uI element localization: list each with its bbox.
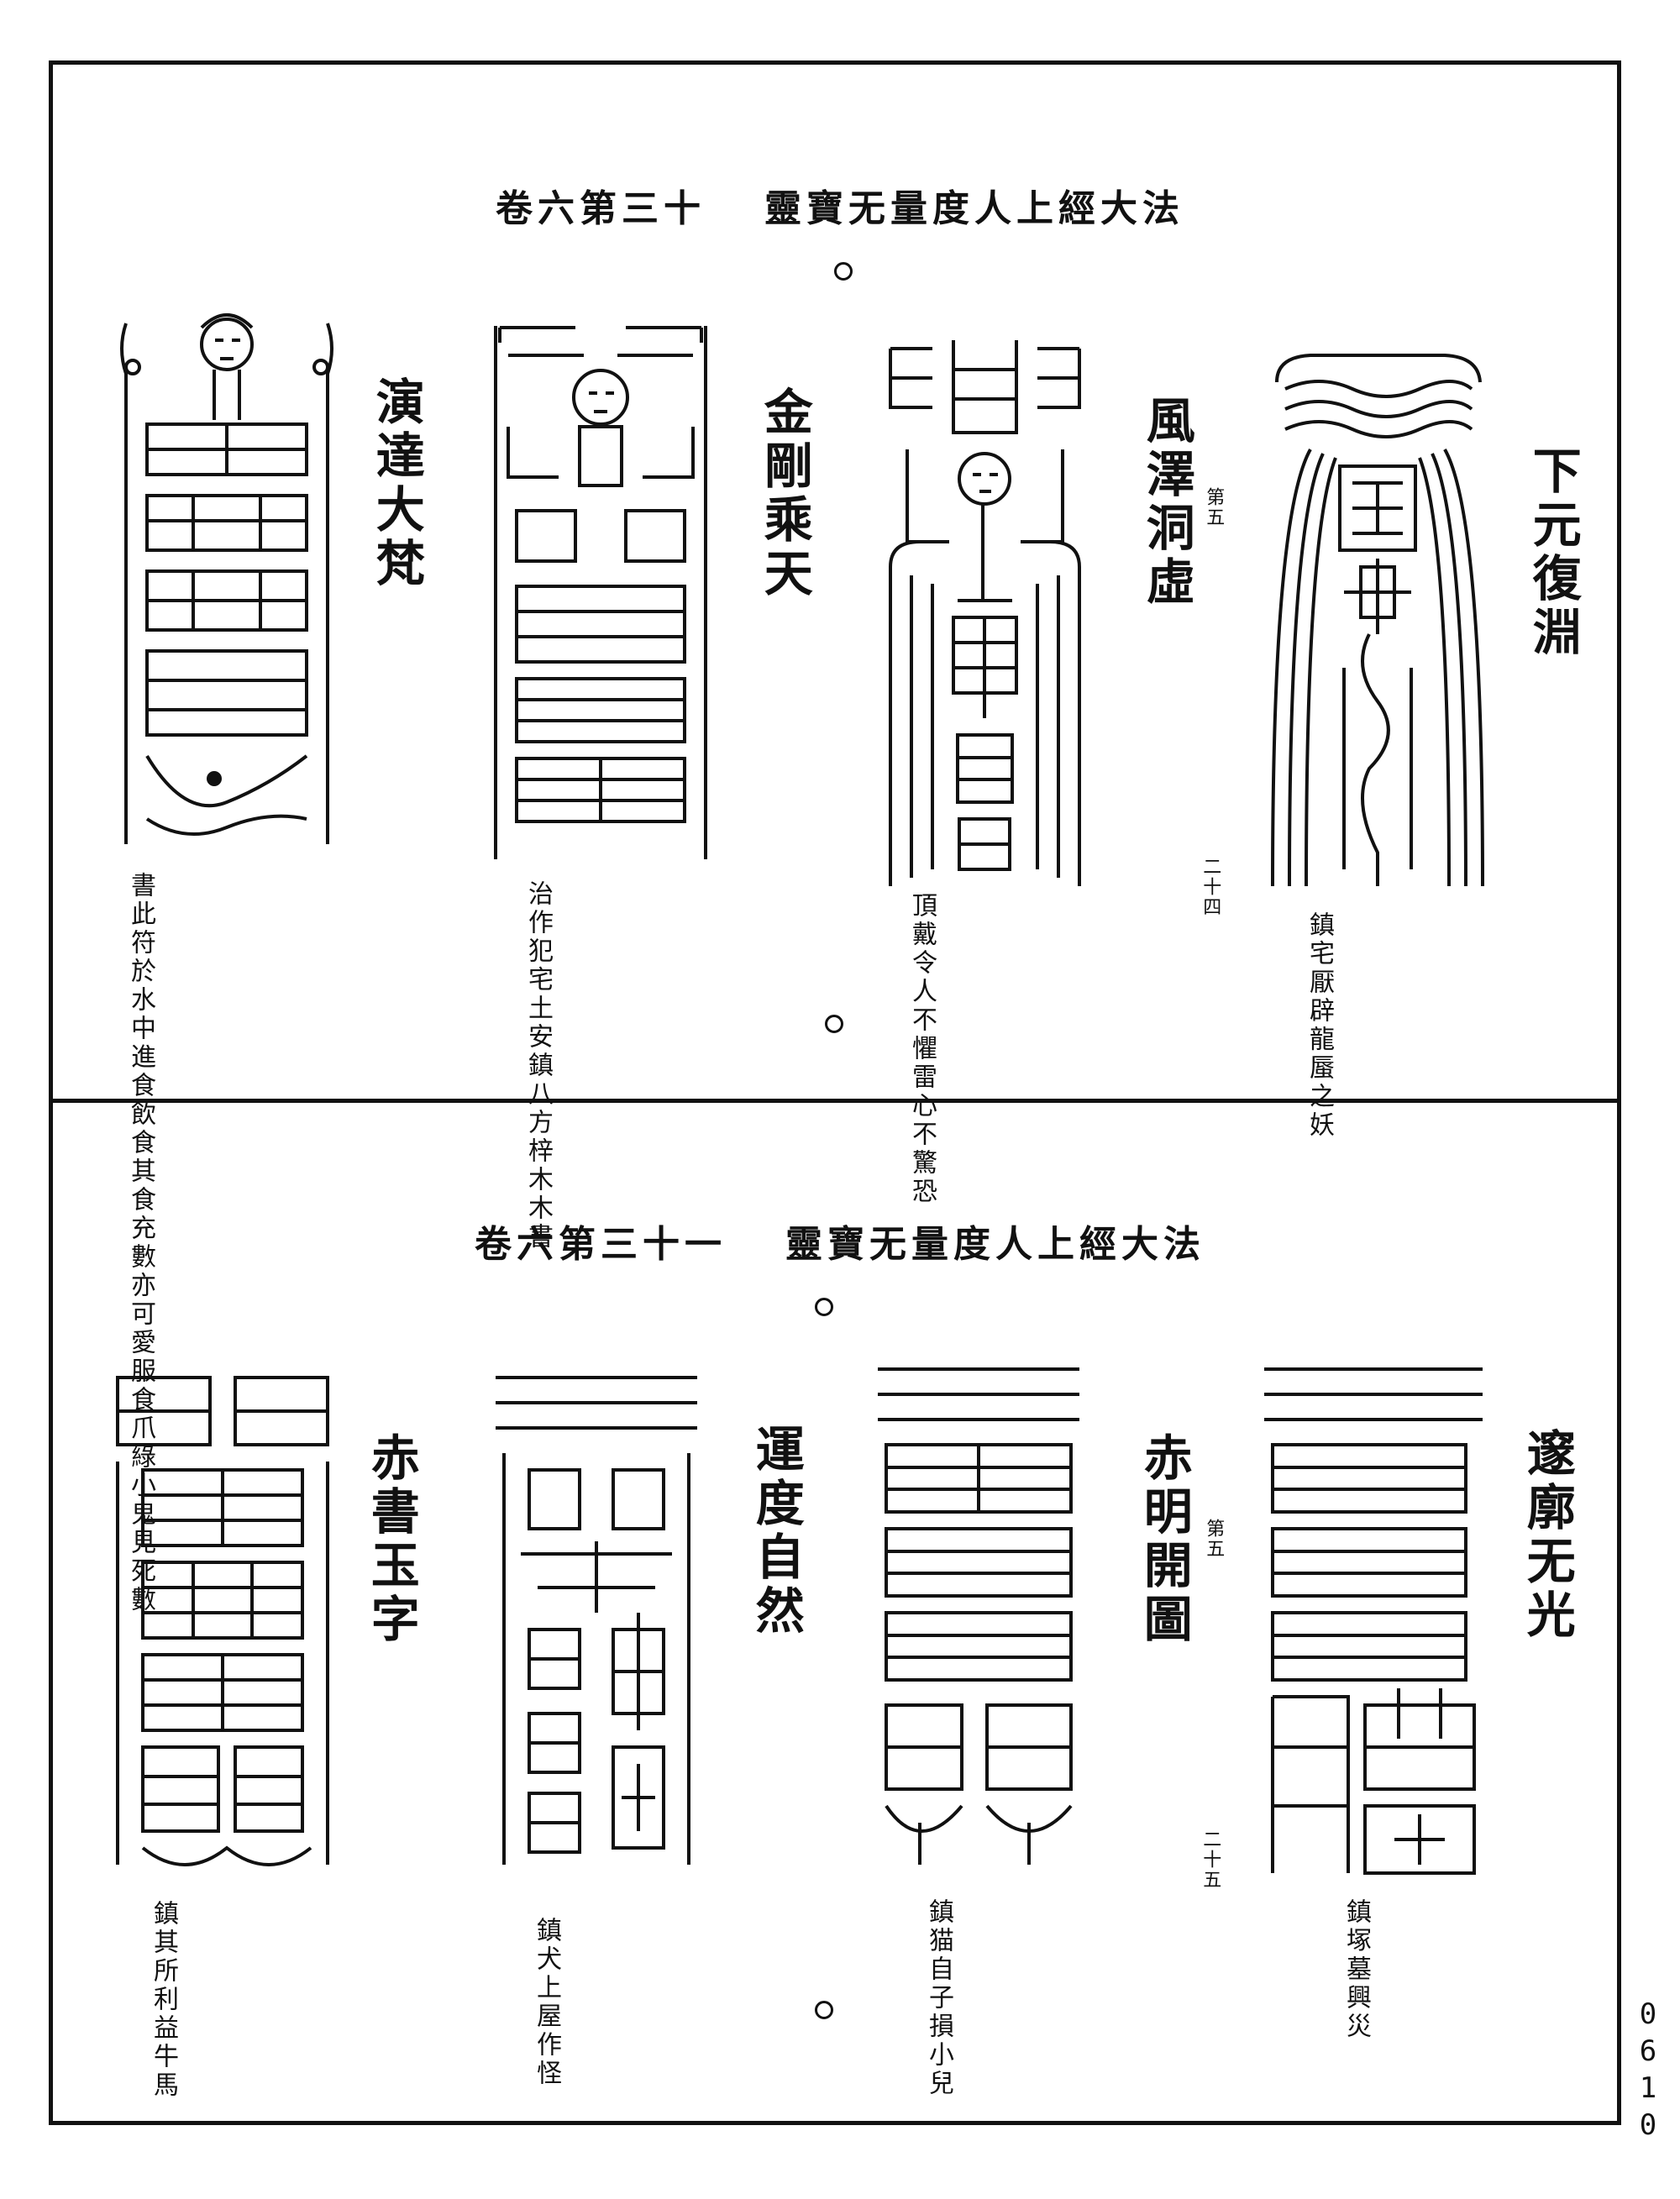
talisman-note: 鎮犬上屋作怪 xyxy=(532,1917,561,2088)
talisman-drawing xyxy=(889,340,1081,886)
talisman-drawing xyxy=(1271,354,1484,887)
talisman-drawing xyxy=(494,326,707,859)
page-marker: 第五 xyxy=(1203,487,1225,527)
binding-hole-icon xyxy=(815,1298,833,1316)
talisman-note: 鎮其所利益牛馬 xyxy=(149,1900,178,2100)
talisman-drawing xyxy=(120,313,333,844)
lower-page-header: 卷六第三十一 靈寶无量度人上經大法 xyxy=(0,1214,1680,1267)
talisman-title: 運度自然 xyxy=(747,1424,805,1639)
talisman-drawing xyxy=(116,1376,329,1866)
page-frame xyxy=(49,60,1621,2125)
talisman-title: 風澤洞虛 xyxy=(1137,395,1195,610)
talisman-title: 赤明開圖 xyxy=(1135,1432,1193,1647)
talisman-title: 金剛乘天 xyxy=(755,386,813,601)
page-marker: 二十五 xyxy=(1200,1829,1221,1890)
talisman-note: 書此符於水中進食飲食其食充數亦可愛服食爪綠小鬼見死數 xyxy=(126,872,155,1614)
page-marker: 二十四 xyxy=(1200,857,1221,917)
talisman-note: 鎮宅厭辟龍蜃之妖 xyxy=(1305,911,1334,1140)
talisman-note: 頂戴令人不懼雷心不驚恐 xyxy=(907,892,937,1206)
talisman-drawing xyxy=(496,1376,697,1865)
talisman-drawing xyxy=(1264,1367,1483,1875)
talisman-title: 赤書玉字 xyxy=(362,1432,420,1647)
talisman-note: 鎮猫自子損小兒 xyxy=(924,1898,953,2098)
upper-page-header: 卷六第三十 靈寶无量度人上經大法 xyxy=(0,178,1680,232)
binding-hole-icon xyxy=(834,262,853,281)
talisman-note: 治作犯宅土安鎮八方梓木木書 xyxy=(523,880,553,1252)
upper-header-title: 靈寶无量度人上經大法 xyxy=(764,187,1184,230)
page-number: 0610 xyxy=(1631,1997,1665,2145)
talisman-title: 邃廓无光 xyxy=(1518,1428,1576,1643)
binding-hole-icon xyxy=(825,1015,843,1033)
page-divider xyxy=(49,1099,1621,1103)
lower-header-title: 靈寶无量度人上經大法 xyxy=(785,1223,1205,1266)
binding-hole-icon xyxy=(815,2001,833,2019)
lower-header-chapter: 卷六第三十一 xyxy=(475,1223,727,1266)
page-marker: 第五 xyxy=(1203,1519,1225,1559)
talisman-title: 演達大梵 xyxy=(367,376,425,591)
talisman-drawing xyxy=(878,1367,1079,1865)
talisman-note: 鎮塚墓興災 xyxy=(1341,1898,1371,2041)
talisman-title: 下元復淵 xyxy=(1524,445,1582,660)
upper-header-chapter: 卷六第三十 xyxy=(496,187,706,230)
